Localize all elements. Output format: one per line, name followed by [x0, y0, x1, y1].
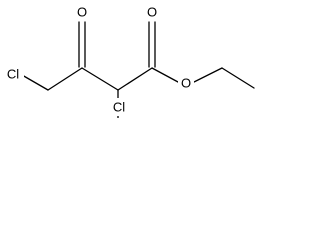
atom-cl-left: Cl — [7, 67, 19, 82]
atom-o-ester-carbonyl: O — [147, 5, 157, 20]
bond-ester-c-o — [151, 67, 179, 83]
atom-cl-bottom: Cl — [113, 100, 125, 115]
bond-o-ch2 — [193, 67, 223, 83]
bond-ch2-ch3 — [221, 67, 255, 89]
atom-o-ketone: O — [77, 5, 87, 20]
chemical-structure: Cl O O O Cl — [2, 4, 255, 118]
bond-cl-ch2 — [21, 74, 49, 91]
bond-ketone-c-chcl — [81, 67, 119, 91]
atom-o-ester: O — [181, 76, 191, 91]
bond-ch2-ketone-c — [47, 67, 83, 91]
bond-chcl-ester-c — [117, 67, 153, 91]
